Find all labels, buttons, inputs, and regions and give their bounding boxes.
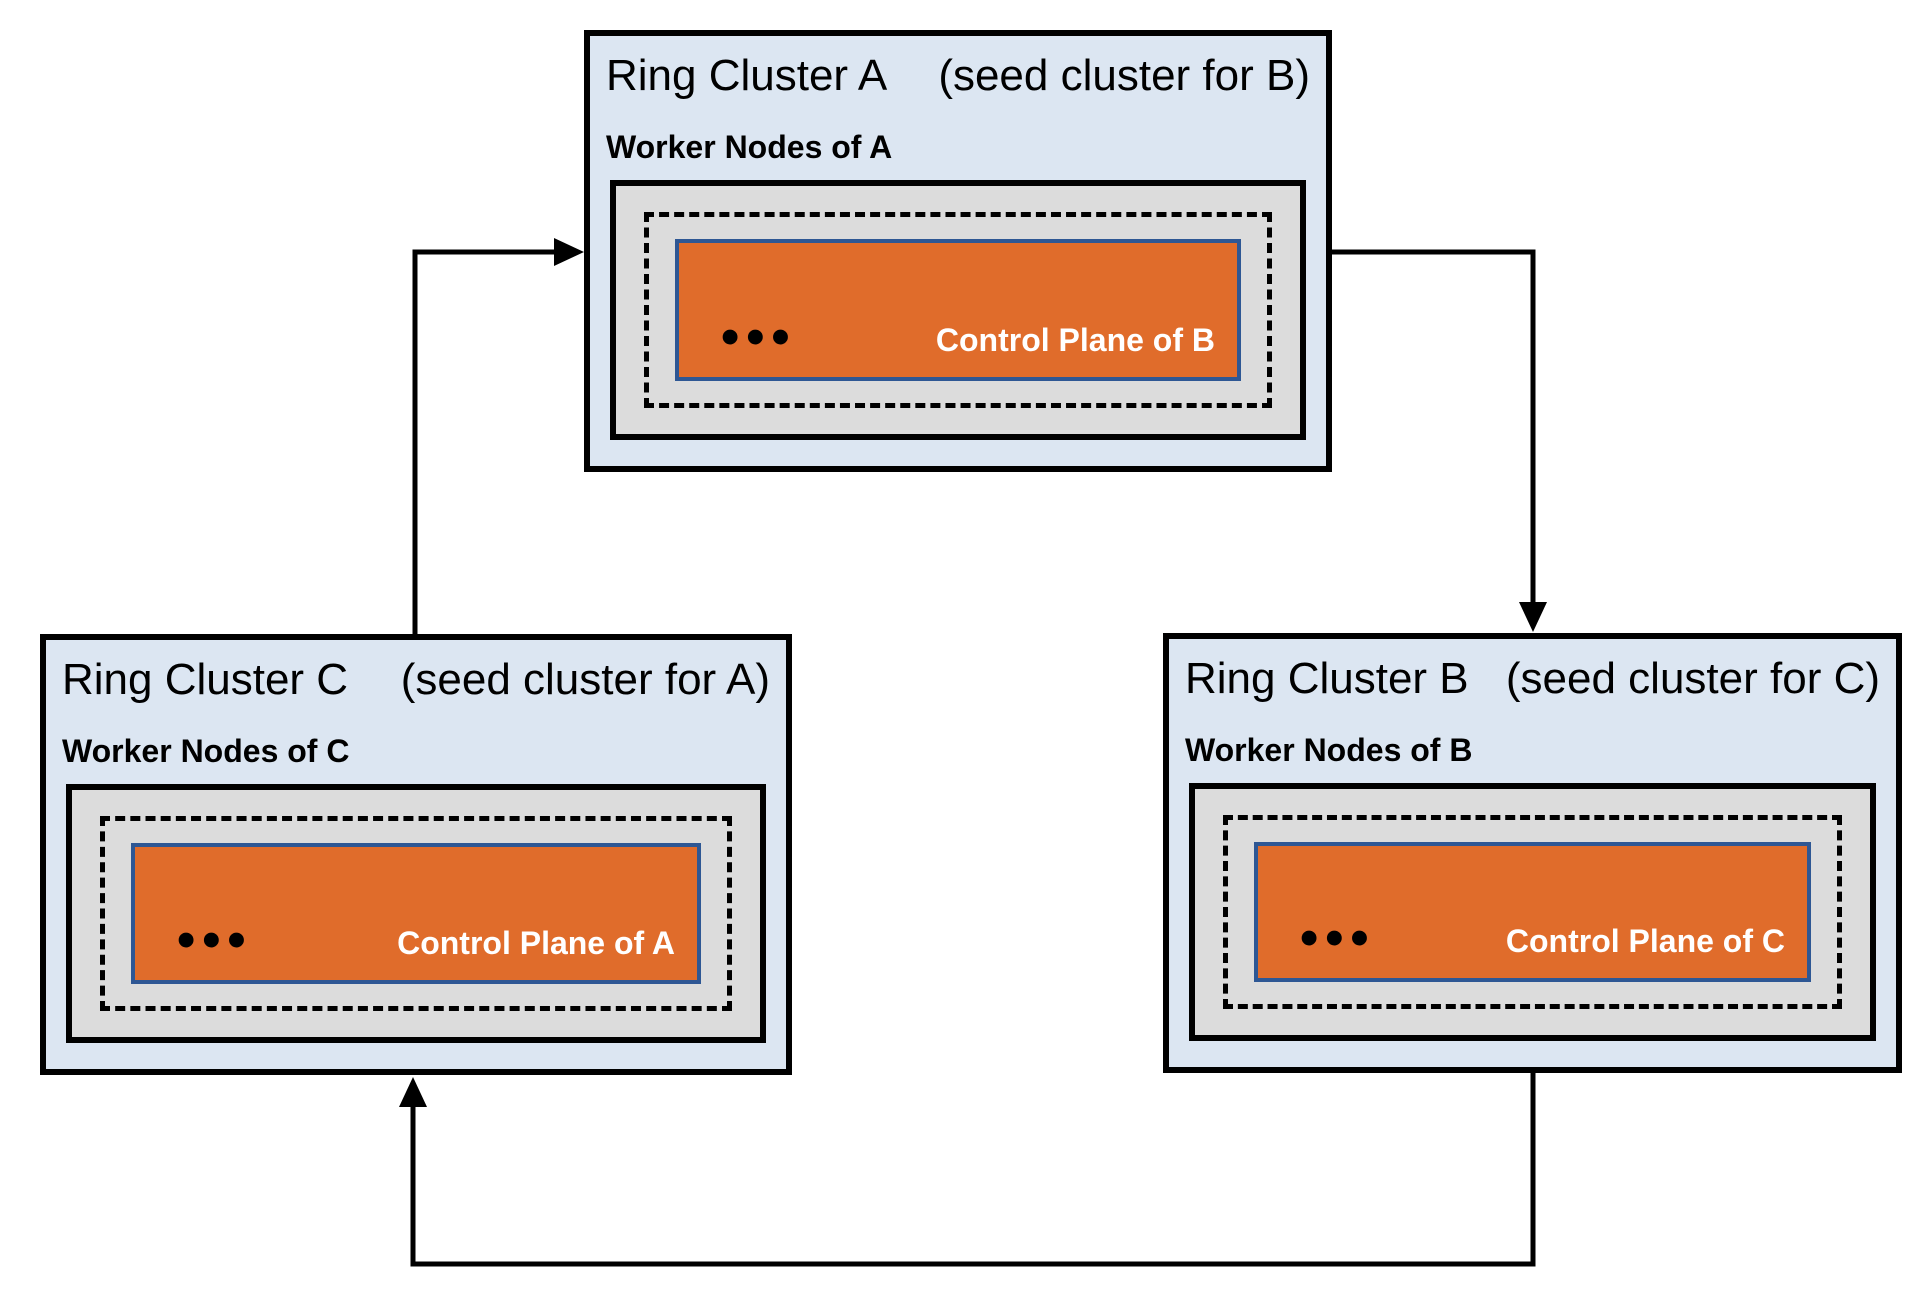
cluster-c-worker-nodes-label: Worker Nodes of C — [62, 733, 350, 770]
cluster-c-worker-node-pool: ••• Control Plane of A — [66, 783, 766, 1043]
cluster-b: Ring Cluster B (seed cluster for C) Work… — [1163, 633, 1902, 1073]
cluster-a-seed-note: (seed cluster for B) — [938, 51, 1310, 100]
cluster-b-hosted-control-plane: ••• Control Plane of C — [1254, 841, 1811, 982]
cluster-c-title-row: Ring Cluster C (seed cluster for A) — [46, 640, 786, 704]
cluster-b-worker-nodes-label: Worker Nodes of B — [1185, 732, 1473, 769]
control-plane-label: Control Plane of A — [397, 925, 675, 961]
cluster-a-title-row: Ring Cluster A (seed cluster for B) — [590, 36, 1326, 100]
cluster-b-title: Ring Cluster B — [1185, 654, 1469, 703]
cluster-a-hosted-control-plane: ••• Control Plane of B — [675, 238, 1241, 381]
cluster-c-hosted-control-plane: ••• Control Plane of A — [131, 842, 701, 984]
cluster-b-worker-node-pool: ••• Control Plane of C — [1189, 782, 1876, 1041]
cluster-b-node-boundary: ••• Control Plane of C — [1223, 814, 1842, 1009]
ellipsis-dots: ••• — [721, 308, 797, 366]
arrow-a-to-b — [1332, 249, 1547, 632]
cluster-a-node-boundary: ••• Control Plane of B — [644, 211, 1272, 408]
ellipsis-dots: ••• — [1300, 909, 1376, 967]
control-plane-label: Control Plane of C — [1505, 923, 1785, 959]
cluster-c: Ring Cluster C (seed cluster for A) Work… — [40, 634, 792, 1075]
cluster-a-worker-node-pool: ••• Control Plane of B — [610, 179, 1306, 440]
cluster-a-worker-nodes-label: Worker Nodes of A — [606, 129, 893, 166]
cluster-a-title: Ring Cluster A — [606, 51, 888, 100]
cluster-c-title: Ring Cluster C — [62, 655, 349, 704]
cluster-c-node-boundary: ••• Control Plane of A — [100, 815, 732, 1011]
cluster-a: Ring Cluster A (seed cluster for B) Work… — [584, 30, 1332, 472]
cluster-b-seed-note: (seed cluster for C) — [1505, 654, 1880, 703]
cluster-b-title-row: Ring Cluster B (seed cluster for C) — [1169, 639, 1896, 703]
arrow-b-to-c — [399, 1073, 1536, 1267]
arrow-c-to-a — [412, 238, 584, 634]
control-plane-label: Control Plane of B — [935, 322, 1215, 358]
cluster-c-seed-note: (seed cluster for A) — [400, 655, 770, 704]
ellipsis-dots: ••• — [177, 911, 253, 969]
